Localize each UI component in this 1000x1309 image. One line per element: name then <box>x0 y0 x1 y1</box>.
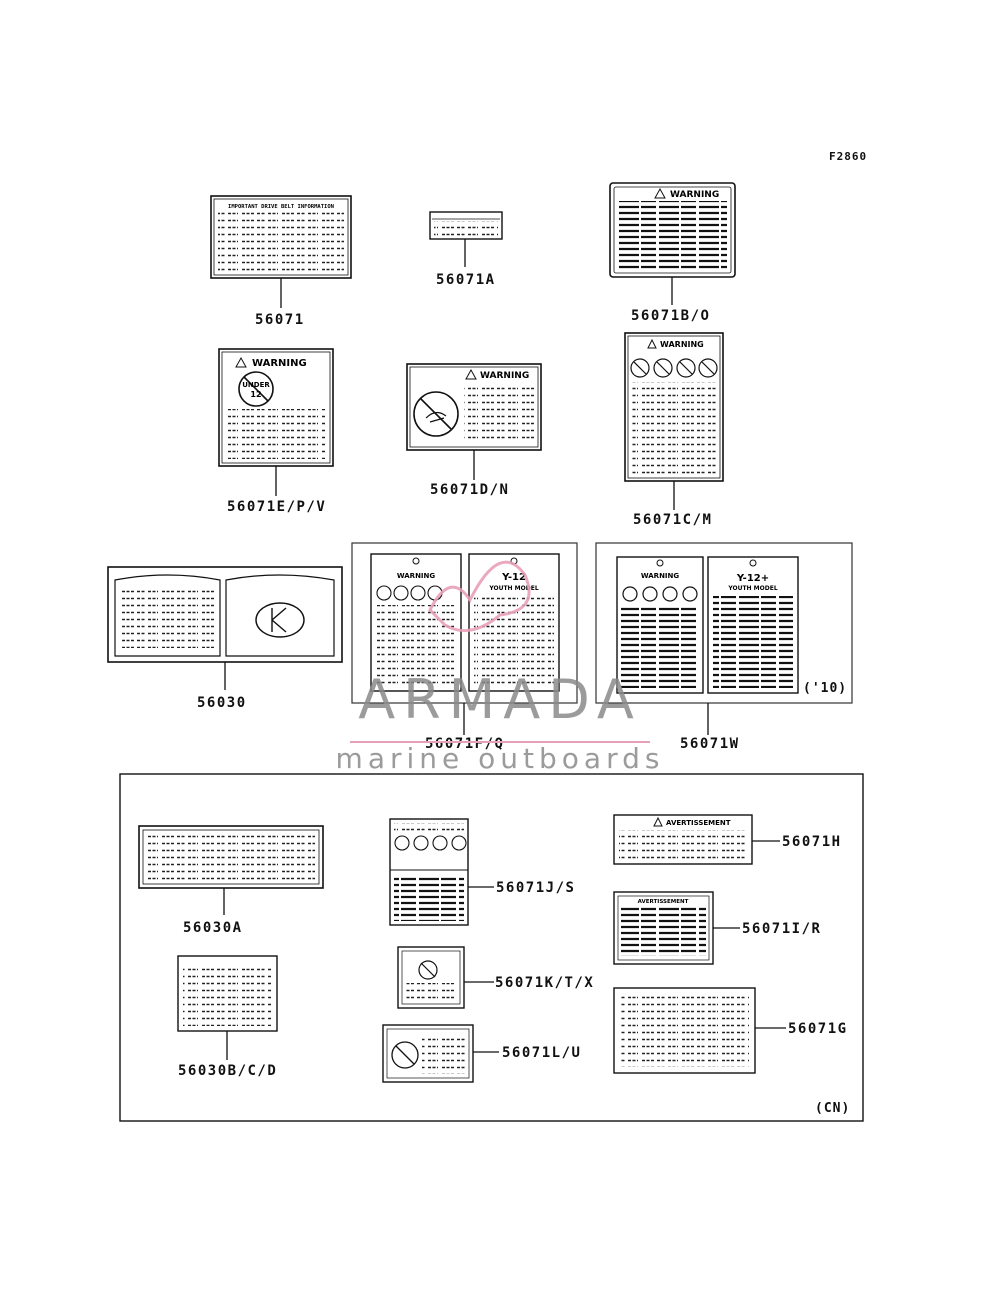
label-56071: IMPORTANT DRIVE BELT INFORMATION <box>210 195 352 279</box>
part-label-56071DN[interactable]: 56071D/N <box>430 482 510 498</box>
label-56071IR: AVERTISSEMENT <box>613 891 714 965</box>
label-56071H: AVERTISSEMENT <box>613 814 753 865</box>
part-label-56071BO[interactable]: 56071B/O <box>631 308 711 324</box>
part-label-56071G[interactable]: 56071G <box>788 1021 848 1037</box>
part-label-56030BCD[interactable]: 56030B/C/D <box>178 1063 278 1079</box>
label-56030 <box>107 566 343 663</box>
warning-heading-w: WARNING <box>641 572 680 580</box>
cn-region-frame <box>119 773 864 1122</box>
warning-heading-cm: WARNING <box>660 340 704 349</box>
warning-heading-dn: WARNING <box>480 371 529 381</box>
y12plus-heading: Y-12+ <box>736 573 769 584</box>
part-label-56030[interactable]: 56030 <box>197 695 247 711</box>
label-56030BCD <box>177 955 278 1032</box>
part-label-56071W[interactable]: 56071W <box>680 736 740 752</box>
part-label-56071JS[interactable]: 56071J/S <box>496 880 576 896</box>
label-56071EPV: WARNING UNDER 12 <box>218 348 334 467</box>
label-56071A <box>429 211 503 240</box>
part-label-56071KTX[interactable]: 56071K/T/X <box>495 975 595 991</box>
label-56071CM: WARNING <box>624 332 724 482</box>
year-note: ('10) <box>803 681 848 696</box>
part-label-56071IR[interactable]: 56071I/R <box>742 921 822 937</box>
age-text: 12 <box>250 390 261 399</box>
label-56030A <box>138 825 324 889</box>
warning-heading-fq: WARNING <box>397 572 436 580</box>
watermark-tagline: marine outboards <box>335 742 665 775</box>
label-56071FQ: WARNING Y-12 YOUTH MODEL <box>351 542 578 704</box>
region-note: (CN) <box>815 1101 851 1116</box>
part-label-56071LU[interactable]: 56071L/U <box>502 1045 582 1061</box>
avertissement-heading-ir: AVERTISSEMENT <box>638 899 689 905</box>
avertissement-heading-h: AVERTISSEMENT <box>666 819 731 827</box>
label-56071BO: WARNING <box>609 182 736 278</box>
part-label-56071[interactable]: 56071 <box>255 312 305 328</box>
label-56071KTX <box>397 946 465 1009</box>
youth-model-w: YOUTH MODEL <box>727 585 777 592</box>
label-56071JS <box>389 818 469 926</box>
label-56071W: WARNING Y-12+ YOUTH MODEL <box>595 542 853 704</box>
youth-model-fq: YOUTH MODEL <box>488 585 538 592</box>
part-label-56030A[interactable]: 56030A <box>183 920 243 936</box>
part-label-56071EPV[interactable]: 56071E/P/V <box>227 499 327 515</box>
under-text: UNDER <box>242 381 270 389</box>
figure-id: F2860 <box>829 150 868 163</box>
part-label-56071H[interactable]: 56071H <box>782 834 842 850</box>
part-label-56071A[interactable]: 56071A <box>436 272 496 288</box>
label-56071G <box>613 987 756 1074</box>
drive-belt-heading: IMPORTANT DRIVE BELT INFORMATION <box>228 204 334 210</box>
y12-heading: Y-12 <box>501 572 526 583</box>
watermark-divider <box>350 741 650 743</box>
part-label-56071FQ[interactable]: 56071F/Q <box>425 736 505 752</box>
label-56071DN: WARNING <box>406 363 542 451</box>
warning-heading-bo: WARNING <box>670 190 719 200</box>
watermark-brand: ARMADA <box>358 668 642 731</box>
label-56071LU <box>382 1024 474 1083</box>
warning-heading-epv: WARNING <box>252 358 307 369</box>
part-label-56071CM[interactable]: 56071C/M <box>633 512 713 528</box>
